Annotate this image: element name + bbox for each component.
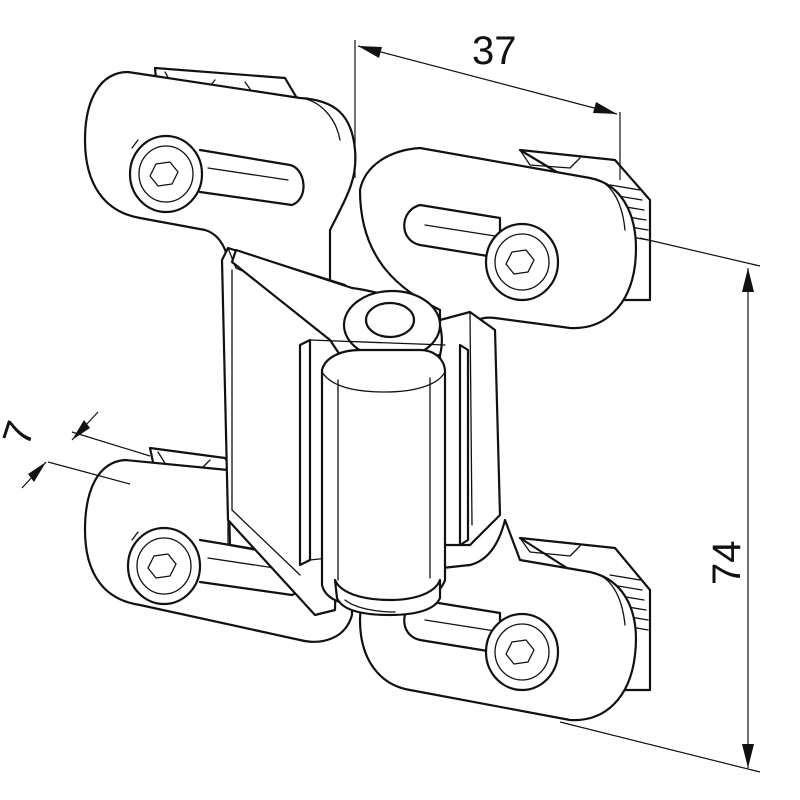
offset-label: 7: [0, 416, 43, 451]
arrowhead: [593, 102, 617, 114]
screw-head-top-right: [484, 222, 560, 302]
dimension-height: 74: [559, 237, 761, 773]
screw-head-top-left: [128, 134, 204, 214]
arrowhead: [742, 744, 754, 768]
extension-line-lower: [47, 461, 131, 485]
screw-head-bottom-left: [126, 526, 202, 606]
hinge-knuckle-top: [342, 289, 442, 361]
hinge-barrel: [320, 348, 447, 607]
extension-line-bottom: [559, 721, 761, 773]
dimension-width: 37: [354, 29, 621, 180]
arrowhead: [28, 462, 46, 482]
height-label: 74: [705, 541, 749, 586]
extension-line-upper: [71, 431, 151, 457]
dimension-line-width: [357, 45, 618, 115]
screw-head-bottom-right: [484, 612, 560, 692]
hinge-center-body: [220, 246, 502, 617]
arrowhead: [72, 420, 90, 440]
extension-line-top: [639, 237, 761, 267]
pin-hole: [364, 301, 416, 339]
arrowhead: [742, 268, 754, 292]
width-label: 37: [472, 29, 517, 73]
bottom-left-mounting-bracket: [83, 446, 354, 643]
arrowhead: [358, 46, 382, 58]
top-left-mounting-bracket: [83, 66, 357, 302]
top-right-mounting-bracket: [358, 146, 652, 362]
